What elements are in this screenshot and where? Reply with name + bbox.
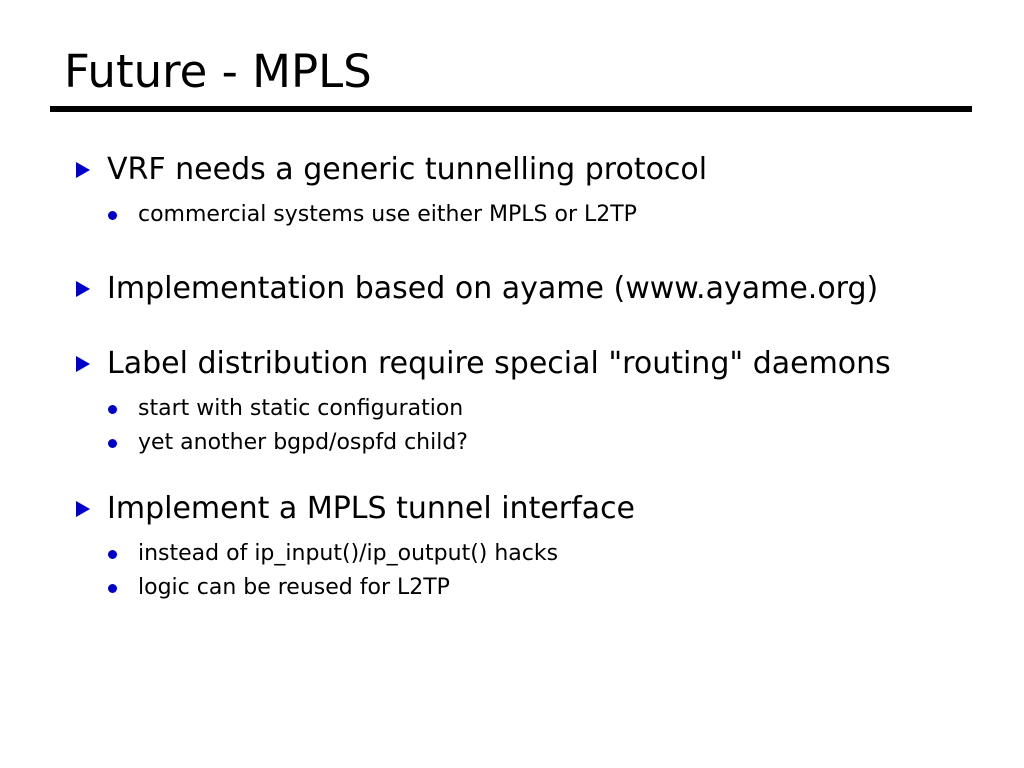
sub-bullet-list: commercial systems use either MPLS or L2… bbox=[70, 198, 970, 232]
bullet-level1: VRF needs a generic tunnelling protocol bbox=[70, 145, 970, 194]
bullet-group: VRF needs a generic tunnelling protocol … bbox=[70, 145, 970, 232]
bullet-level2-label: instead of ip_input()/ip_output() hacks bbox=[138, 541, 559, 566]
bullet-level1-label: Implementation based on ayame (www.ayame… bbox=[107, 271, 879, 306]
triangle-right-icon bbox=[76, 501, 90, 517]
bullet-level2: yet another bgpd/ospfd child? bbox=[70, 426, 970, 460]
bullet-group: Implement a MPLS tunnel interface instea… bbox=[70, 484, 970, 605]
bullet-dot-icon bbox=[108, 405, 117, 414]
triangle-right-icon bbox=[76, 281, 90, 297]
bullet-level1: Implementation based on ayame (www.ayame… bbox=[70, 264, 970, 313]
page-title: Future - MPLS bbox=[64, 45, 372, 98]
bullet-dot-icon bbox=[108, 584, 117, 593]
bullet-level1-label: VRF needs a generic tunnelling protocol bbox=[107, 152, 708, 187]
bullet-level2-label: yet another bgpd/ospfd child? bbox=[138, 430, 468, 455]
sub-bullet-list: instead of ip_input()/ip_output() hacks … bbox=[70, 537, 970, 605]
sub-bullet-list: start with static configuration yet anot… bbox=[70, 392, 970, 460]
bullet-group: Implementation based on ayame (www.ayame… bbox=[70, 264, 970, 313]
bullet-level1: Implement a MPLS tunnel interface bbox=[70, 484, 970, 533]
triangle-right-icon bbox=[76, 162, 90, 178]
bullet-level2: start with static configuration bbox=[70, 392, 970, 426]
bullet-level2-label: start with static configuration bbox=[138, 396, 464, 421]
bullet-dot-icon bbox=[108, 211, 117, 220]
bullet-group: Label distribution require special "rout… bbox=[70, 339, 970, 460]
title-block: Future - MPLS bbox=[50, 44, 972, 112]
bullet-level1-label: Label distribution require special "rout… bbox=[107, 346, 891, 381]
bullet-level2-label: logic can be reused for L2TP bbox=[138, 575, 450, 600]
triangle-right-icon bbox=[76, 356, 90, 372]
bullet-level1: Label distribution require special "rout… bbox=[70, 339, 970, 388]
bullet-level2: commercial systems use either MPLS or L2… bbox=[70, 198, 970, 232]
bullet-level2-label: commercial systems use either MPLS or L2… bbox=[138, 202, 637, 227]
bullet-dot-icon bbox=[108, 439, 117, 448]
bullet-list: VRF needs a generic tunnelling protocol … bbox=[70, 145, 970, 605]
bullet-dot-icon bbox=[108, 550, 117, 559]
bullet-level1-label: Implement a MPLS tunnel interface bbox=[107, 491, 636, 526]
bullet-level2: instead of ip_input()/ip_output() hacks bbox=[70, 537, 970, 571]
bullet-level2: logic can be reused for L2TP bbox=[70, 571, 970, 605]
title-underline-rule bbox=[50, 106, 972, 112]
